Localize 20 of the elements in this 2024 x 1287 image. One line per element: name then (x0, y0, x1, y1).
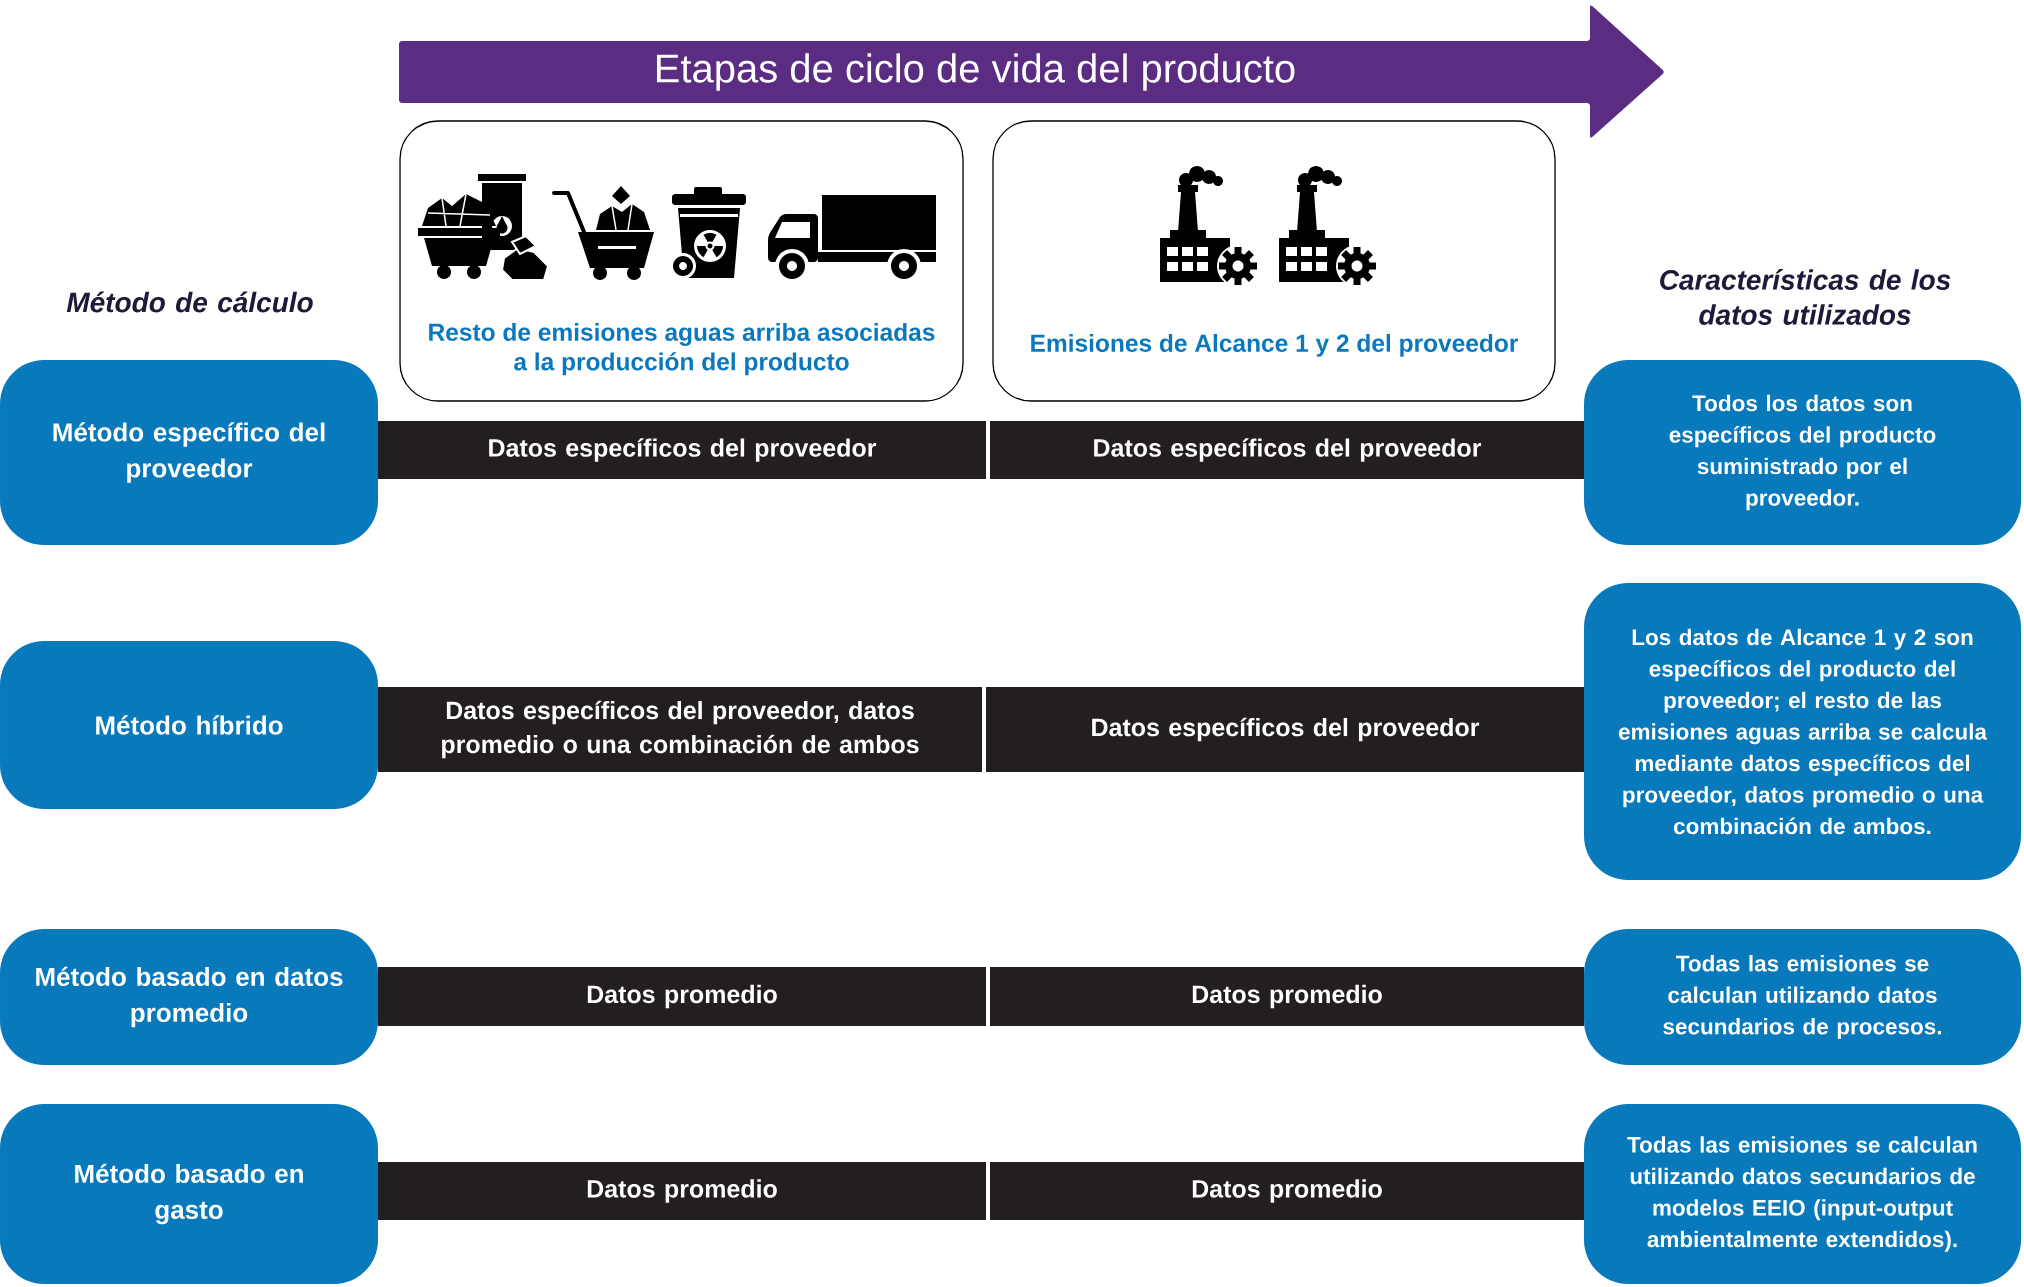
description-box: Todos los datos son específicos del producto suministrado por el proveedor. (1584, 360, 2021, 545)
arrow-banner: Etapas de ciclo de vida del producto (399, 5, 1664, 138)
column-heading: Características de los datos utilizados (1660, 269, 1951, 325)
data-bar: Datos promedio (990, 1162, 1584, 1220)
description-box: Los datos de Alcance 1 y 2 son específicos del producto del proveedor; el resto de las emisiones aguas arriba se calcula mediante datos específicos del proveedor, datos promedio o una combinación de ambos. (1584, 583, 2021, 880)
data-bar: Datos específicos del proveedor (378, 421, 986, 479)
data-bar: Datos promedio (378, 1162, 986, 1220)
data-bar: Datos específicos del proveedor (986, 687, 1584, 772)
column-heading: Método de cálculo (66, 291, 313, 313)
method-box: Método basado en datos promedio (0, 929, 378, 1065)
data-bar: Datos promedio (990, 967, 1584, 1026)
data-bar: Datos específicos del proveedor, datos promedio o una combinación de ambos (378, 687, 982, 772)
description-box: Todas las emisiones se calculan utilizando datos secundarios de modelos EEIO (input-output ambientalmente extendidos). (1584, 1104, 2021, 1284)
data-bar: Datos específicos del proveedor (990, 421, 1584, 479)
description-box: Todas las emisiones se calculan utilizando datos secundarios de procesos. (1584, 929, 2021, 1065)
method-box: Método basado en gasto (0, 1104, 378, 1284)
data-bar: Datos promedio (378, 967, 986, 1026)
stage-box: Emisiones de Alcance 1 y 2 del proveedor (992, 120, 1556, 402)
method-box: Método específico del proveedor (0, 360, 378, 545)
method-box: Método híbrido (0, 641, 378, 809)
